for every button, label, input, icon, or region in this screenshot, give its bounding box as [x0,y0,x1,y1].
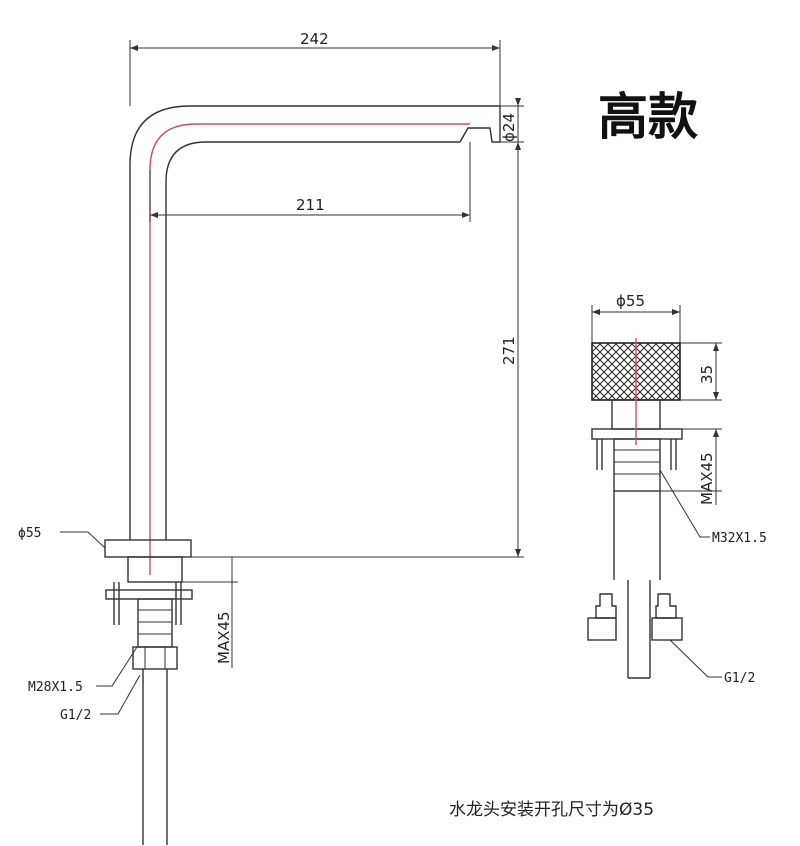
dim-inlet-spout-label: G1/2 [60,708,91,723]
dim-base: ϕ55 [18,526,106,549]
dim-handle-diameter: ϕ55 [591,292,681,343]
dim-thread-spout-label: M28X1.5 [28,680,83,695]
spout-body [129,105,501,540]
dim-base-label: ϕ55 [18,526,41,541]
dim-reach-label: 211 [296,196,325,214]
spout-centerline [149,123,470,575]
installation-note: 水龙头安装开孔尺寸为Ø35 [449,800,654,820]
drawing-title: 高款 [598,88,698,146]
dim-max-handle-label: MAX45 [698,452,716,505]
dim-outlet-label: ϕ24 [500,113,518,142]
dim-thread-spout: M28X1.5 [28,646,138,695]
dim-reach: 211 [149,142,471,222]
dim-max-spout-label: MAX45 [215,611,233,664]
dim-knob-height: 35 [680,342,722,401]
dim-inlet-handle-label: G1/2 [724,671,755,686]
dim-max-handle: MAX45 [660,428,722,505]
dim-width: 242 [129,30,501,106]
dim-max-spout: MAX45 [182,557,238,668]
dim-handle-diameter-label: ϕ55 [616,292,645,310]
dim-inlet-spout: G1/2 [60,674,141,723]
dim-thread-handle: M32X1.5 [659,469,767,546]
spout-base [104,539,193,845]
dim-height-label: 271 [500,336,518,365]
dim-height: 271 [191,105,524,558]
dim-width-label: 242 [300,30,329,48]
dim-knob-height-label: 35 [698,365,716,384]
dim-thread-handle-label: M32X1.5 [712,531,767,546]
handle-body [587,342,683,679]
dim-inlet-handle: G1/2 [669,639,755,686]
